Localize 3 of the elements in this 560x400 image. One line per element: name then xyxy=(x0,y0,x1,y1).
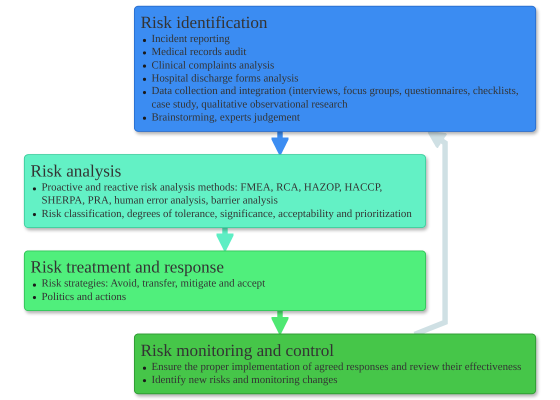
arrow xyxy=(270,310,290,335)
arrow xyxy=(216,228,234,252)
arrow xyxy=(270,131,290,156)
